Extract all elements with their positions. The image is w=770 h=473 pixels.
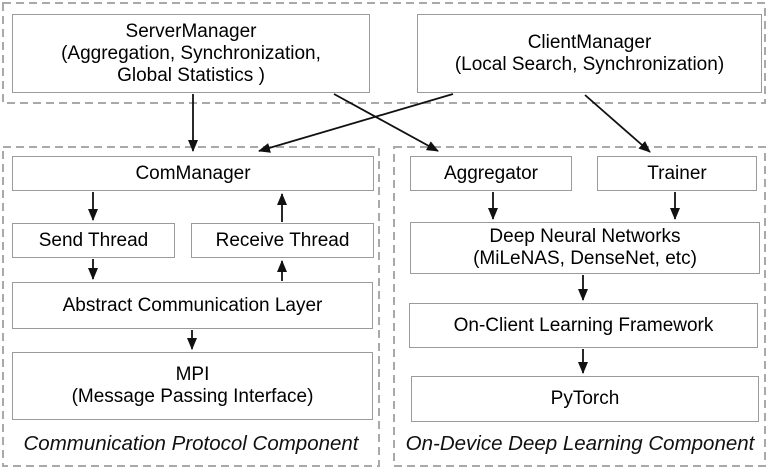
node-on-client-learning-framework-label: On-Client Learning Framework: [453, 314, 714, 336]
node-mpi-line2: (Message Passing Interface): [71, 386, 314, 407]
node-server-manager-line2: (Aggregation, Synchronization,: [61, 42, 321, 64]
node-send-thread: Send Thread: [12, 223, 175, 258]
node-pytorch: PyTorch: [411, 376, 759, 422]
node-server-manager-line1: ServerManager: [125, 20, 257, 42]
arrow-clientmanager-to-commanager: [258, 93, 454, 153]
node-on-client-learning-framework: On-Client Learning Framework: [409, 303, 758, 348]
node-deep-neural-networks-line2: (MiLeNAS, DenseNet, etc): [473, 248, 697, 269]
node-deep-neural-networks: Deep Neural Networks (MiLeNAS, DenseNet,…: [410, 222, 760, 274]
node-trainer-label: Trainer: [647, 162, 707, 184]
node-client-manager: ClientManager (Local Search, Synchroniza…: [417, 14, 762, 93]
node-server-manager-line3: Global Statistics ): [117, 64, 265, 86]
node-client-manager-line1: ClientManager: [527, 31, 652, 53]
node-aggregator-label: Aggregator: [443, 162, 538, 184]
node-mpi-line1: MPI: [175, 364, 210, 385]
node-com-manager: ComManager: [12, 156, 374, 191]
node-mpi: MPI (Message Passing Interface): [12, 352, 373, 420]
node-client-manager-line2: (Local Search, Synchronization): [454, 53, 725, 75]
node-abstract-communication-layer: Abstract Communication Layer: [12, 282, 373, 329]
node-server-manager: ServerManager (Aggregation, Synchronizat…: [12, 14, 370, 93]
node-aggregator: Aggregator: [410, 156, 572, 191]
arrow-clientmanager-to-trainer: [584, 94, 651, 153]
group-label-communication-protocol: Communication Protocol Component: [23, 432, 359, 455]
node-receive-thread-label: Receive Thread: [215, 229, 350, 251]
node-com-manager-label: ComManager: [135, 162, 251, 184]
node-pytorch-label: PyTorch: [550, 388, 620, 409]
node-send-thread-label: Send Thread: [38, 229, 149, 251]
group-label-on-device-deep-learning: On-Device Deep Learning Component: [405, 432, 755, 455]
arrow-servermanager-to-aggregator: [333, 93, 439, 152]
node-trainer: Trainer: [597, 156, 757, 191]
node-receive-thread: Receive Thread: [191, 223, 374, 258]
node-abstract-communication-layer-label: Abstract Communication Layer: [62, 294, 323, 316]
node-deep-neural-networks-line1: Deep Neural Networks: [489, 226, 681, 247]
